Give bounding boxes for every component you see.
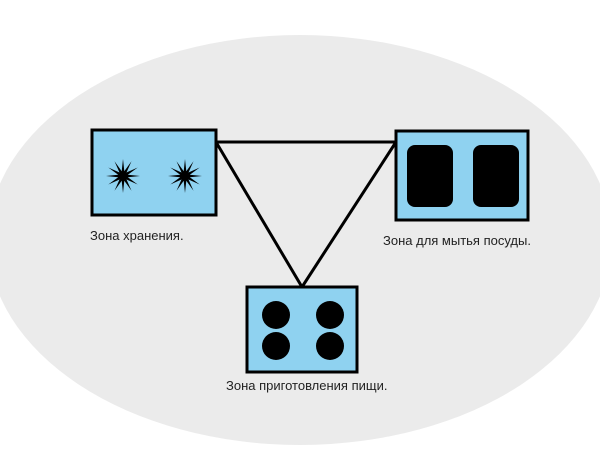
storage-zone-box (90, 128, 218, 217)
star-burst-icon (106, 159, 140, 193)
work-triangle (214, 140, 398, 288)
sink-icon (473, 145, 519, 207)
washing-zone-label: Зона для мытья посуды. (383, 233, 531, 248)
stove-burner-icon (262, 332, 290, 360)
cooking-zone-label: Зона приготовления пищи. (226, 378, 388, 393)
sink-icon (407, 145, 453, 207)
star-burst-icon (168, 159, 202, 193)
cooking-zone-box (245, 285, 359, 374)
storage-zone-label: Зона хранения. (90, 228, 184, 243)
stove-burner-icon (316, 332, 344, 360)
stove-burner-icon (262, 301, 290, 329)
stove-burner-icon (316, 301, 344, 329)
washing-zone-box (394, 129, 530, 222)
